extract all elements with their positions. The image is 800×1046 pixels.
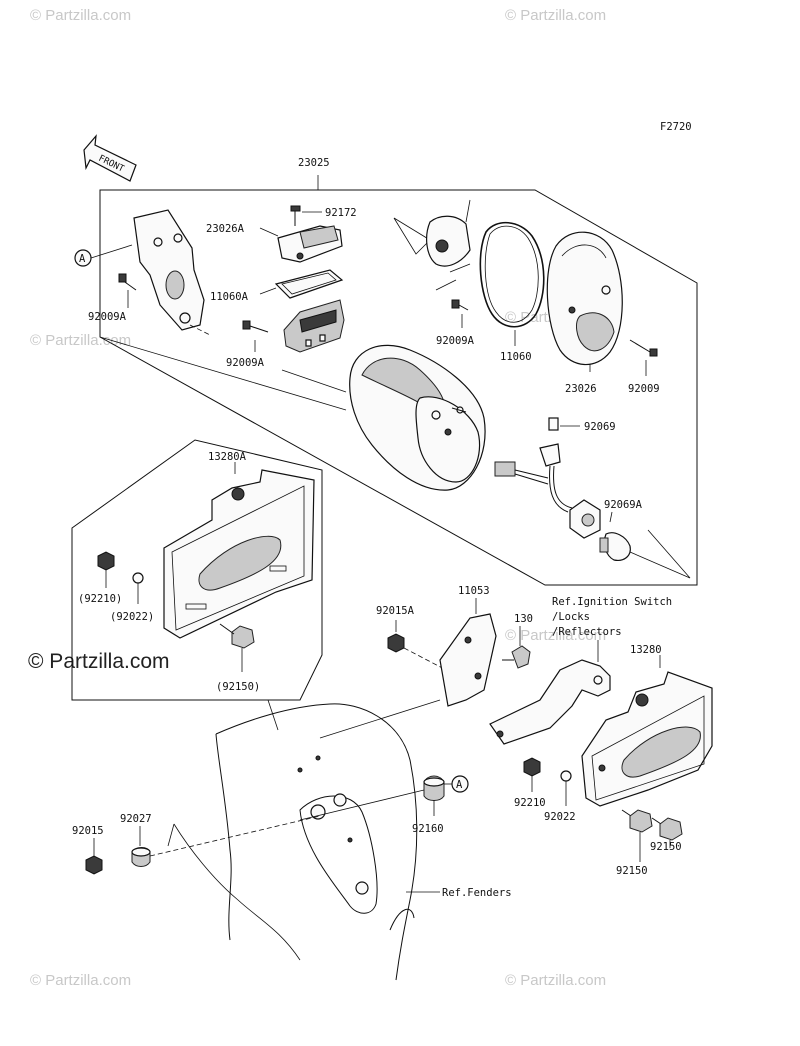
watermark-lower-right: © Partzilla.com bbox=[505, 627, 606, 644]
label-23025: 23025 bbox=[298, 157, 330, 169]
spacer-92027: 92027 bbox=[120, 813, 152, 867]
license-light-housing bbox=[283, 299, 345, 353]
ref-ignition-line2: /Locks bbox=[552, 611, 590, 623]
label-11060: 11060 bbox=[500, 351, 532, 363]
label-92015: 92015 bbox=[72, 825, 104, 837]
label-92022: 92022 bbox=[544, 811, 576, 823]
bolt-92009A-right: 92009A bbox=[436, 299, 475, 347]
license-plate-13280A: 13280A bbox=[163, 451, 315, 639]
nut-92210: 92210 bbox=[514, 757, 546, 809]
label-92009A-middle: 92009A bbox=[226, 357, 265, 369]
callout-a-lower-letter: A bbox=[456, 779, 463, 791]
label-92210: 92210 bbox=[514, 797, 546, 809]
washer-92022-cn: (92022) bbox=[110, 572, 154, 623]
front-arrow-icon: FRONT bbox=[83, 134, 137, 182]
label-13280A: 13280A bbox=[208, 451, 247, 463]
taillight-bracket bbox=[133, 209, 205, 331]
label-92027: 92027 bbox=[120, 813, 152, 825]
label-92150-cn: (92150) bbox=[216, 681, 260, 693]
nut-92015: 92015 bbox=[72, 825, 104, 875]
label-23026: 23026 bbox=[565, 383, 597, 395]
label-130: 130 bbox=[514, 613, 533, 625]
screw-92172: 92172 bbox=[290, 205, 357, 226]
watermark-top-right: © Partzilla.com bbox=[505, 7, 606, 24]
grommet-92160: 92160 bbox=[299, 775, 445, 835]
bolt-92009A-left: 92009A bbox=[88, 273, 137, 323]
cn-license-box bbox=[71, 439, 323, 701]
ref-ignition-line1: Ref.Ignition Switch bbox=[552, 596, 672, 608]
bolt-130: 130 bbox=[502, 613, 533, 669]
washer-92022: 92022 bbox=[544, 770, 576, 823]
ref-ignition-switch: Ref.Ignition Switch /Locks /Reflectors bbox=[552, 596, 672, 662]
label-23026A: 23026A bbox=[206, 223, 245, 235]
label-92150-a: 92150 bbox=[650, 841, 682, 853]
bolt-92150-b: 92150 bbox=[616, 809, 653, 877]
bulb-socket-wiring bbox=[494, 443, 601, 539]
watermark-bottom-right: © Partzilla.com bbox=[505, 972, 606, 989]
watermark-bottom-left: © Partzilla.com bbox=[30, 972, 131, 989]
gasket-11060A: 11060A bbox=[210, 269, 344, 303]
label-92160: 92160 bbox=[412, 823, 444, 835]
watermark-top-left: © Partzilla.com bbox=[30, 7, 131, 24]
license-plate-13280: 13280 bbox=[581, 644, 713, 807]
nut-92210-cn: (92210) bbox=[78, 551, 122, 605]
ref-fenders-label: Ref.Fenders bbox=[442, 887, 512, 899]
plate-mount-bracket bbox=[489, 659, 611, 745]
bolt-92150-a: 92150 bbox=[650, 817, 683, 853]
label-92069A: 92069A bbox=[604, 499, 643, 511]
callout-a-left-letter: A bbox=[79, 253, 86, 265]
label-11053: 11053 bbox=[458, 585, 490, 597]
bulb-92069: 92069 bbox=[548, 417, 616, 433]
label-92015A: 92015A bbox=[376, 605, 415, 617]
callout-a-lower: A bbox=[444, 775, 469, 793]
label-92172: 92172 bbox=[325, 207, 357, 219]
nut-92015A: 92015A bbox=[376, 605, 451, 673]
oring-11060: 11060 bbox=[479, 221, 545, 363]
label-92009: 92009 bbox=[628, 383, 660, 395]
ref-ignition-line3: /Reflectors bbox=[552, 626, 622, 638]
taillight-housing bbox=[349, 344, 486, 491]
bulb-92069A: 92069A bbox=[599, 499, 691, 579]
watermark-main: © Partzilla.com bbox=[28, 650, 170, 673]
taillight-lens-23026: 23026 bbox=[546, 231, 623, 395]
label-92009A-left: 92009A bbox=[88, 311, 127, 323]
screw-92009: 92009 bbox=[628, 339, 660, 395]
label-92210-cn: (92210) bbox=[78, 593, 122, 605]
fender bbox=[167, 699, 418, 981]
label-92150-b: 92150 bbox=[616, 865, 648, 877]
label-92069: 92069 bbox=[584, 421, 616, 433]
figure-code: F2720 bbox=[660, 121, 692, 133]
bolt-92009A-middle: 92009A bbox=[226, 320, 269, 369]
label-13280: 13280 bbox=[630, 644, 662, 656]
label-92009A-right: 92009A bbox=[436, 335, 475, 347]
label-92022-cn: (92022) bbox=[110, 611, 154, 623]
backplate bbox=[393, 199, 471, 291]
callout-a-left: A bbox=[74, 244, 133, 267]
bolt-92150-cn: (92150) bbox=[216, 623, 260, 693]
watermark-mid-left: © Partzilla.com bbox=[30, 332, 131, 349]
label-11060A: 11060A bbox=[210, 291, 249, 303]
bracket-11053: 11053 bbox=[439, 585, 497, 707]
lens-cover-23026A: 23026A bbox=[206, 223, 343, 263]
ref-fenders: Ref.Fenders bbox=[406, 887, 512, 899]
